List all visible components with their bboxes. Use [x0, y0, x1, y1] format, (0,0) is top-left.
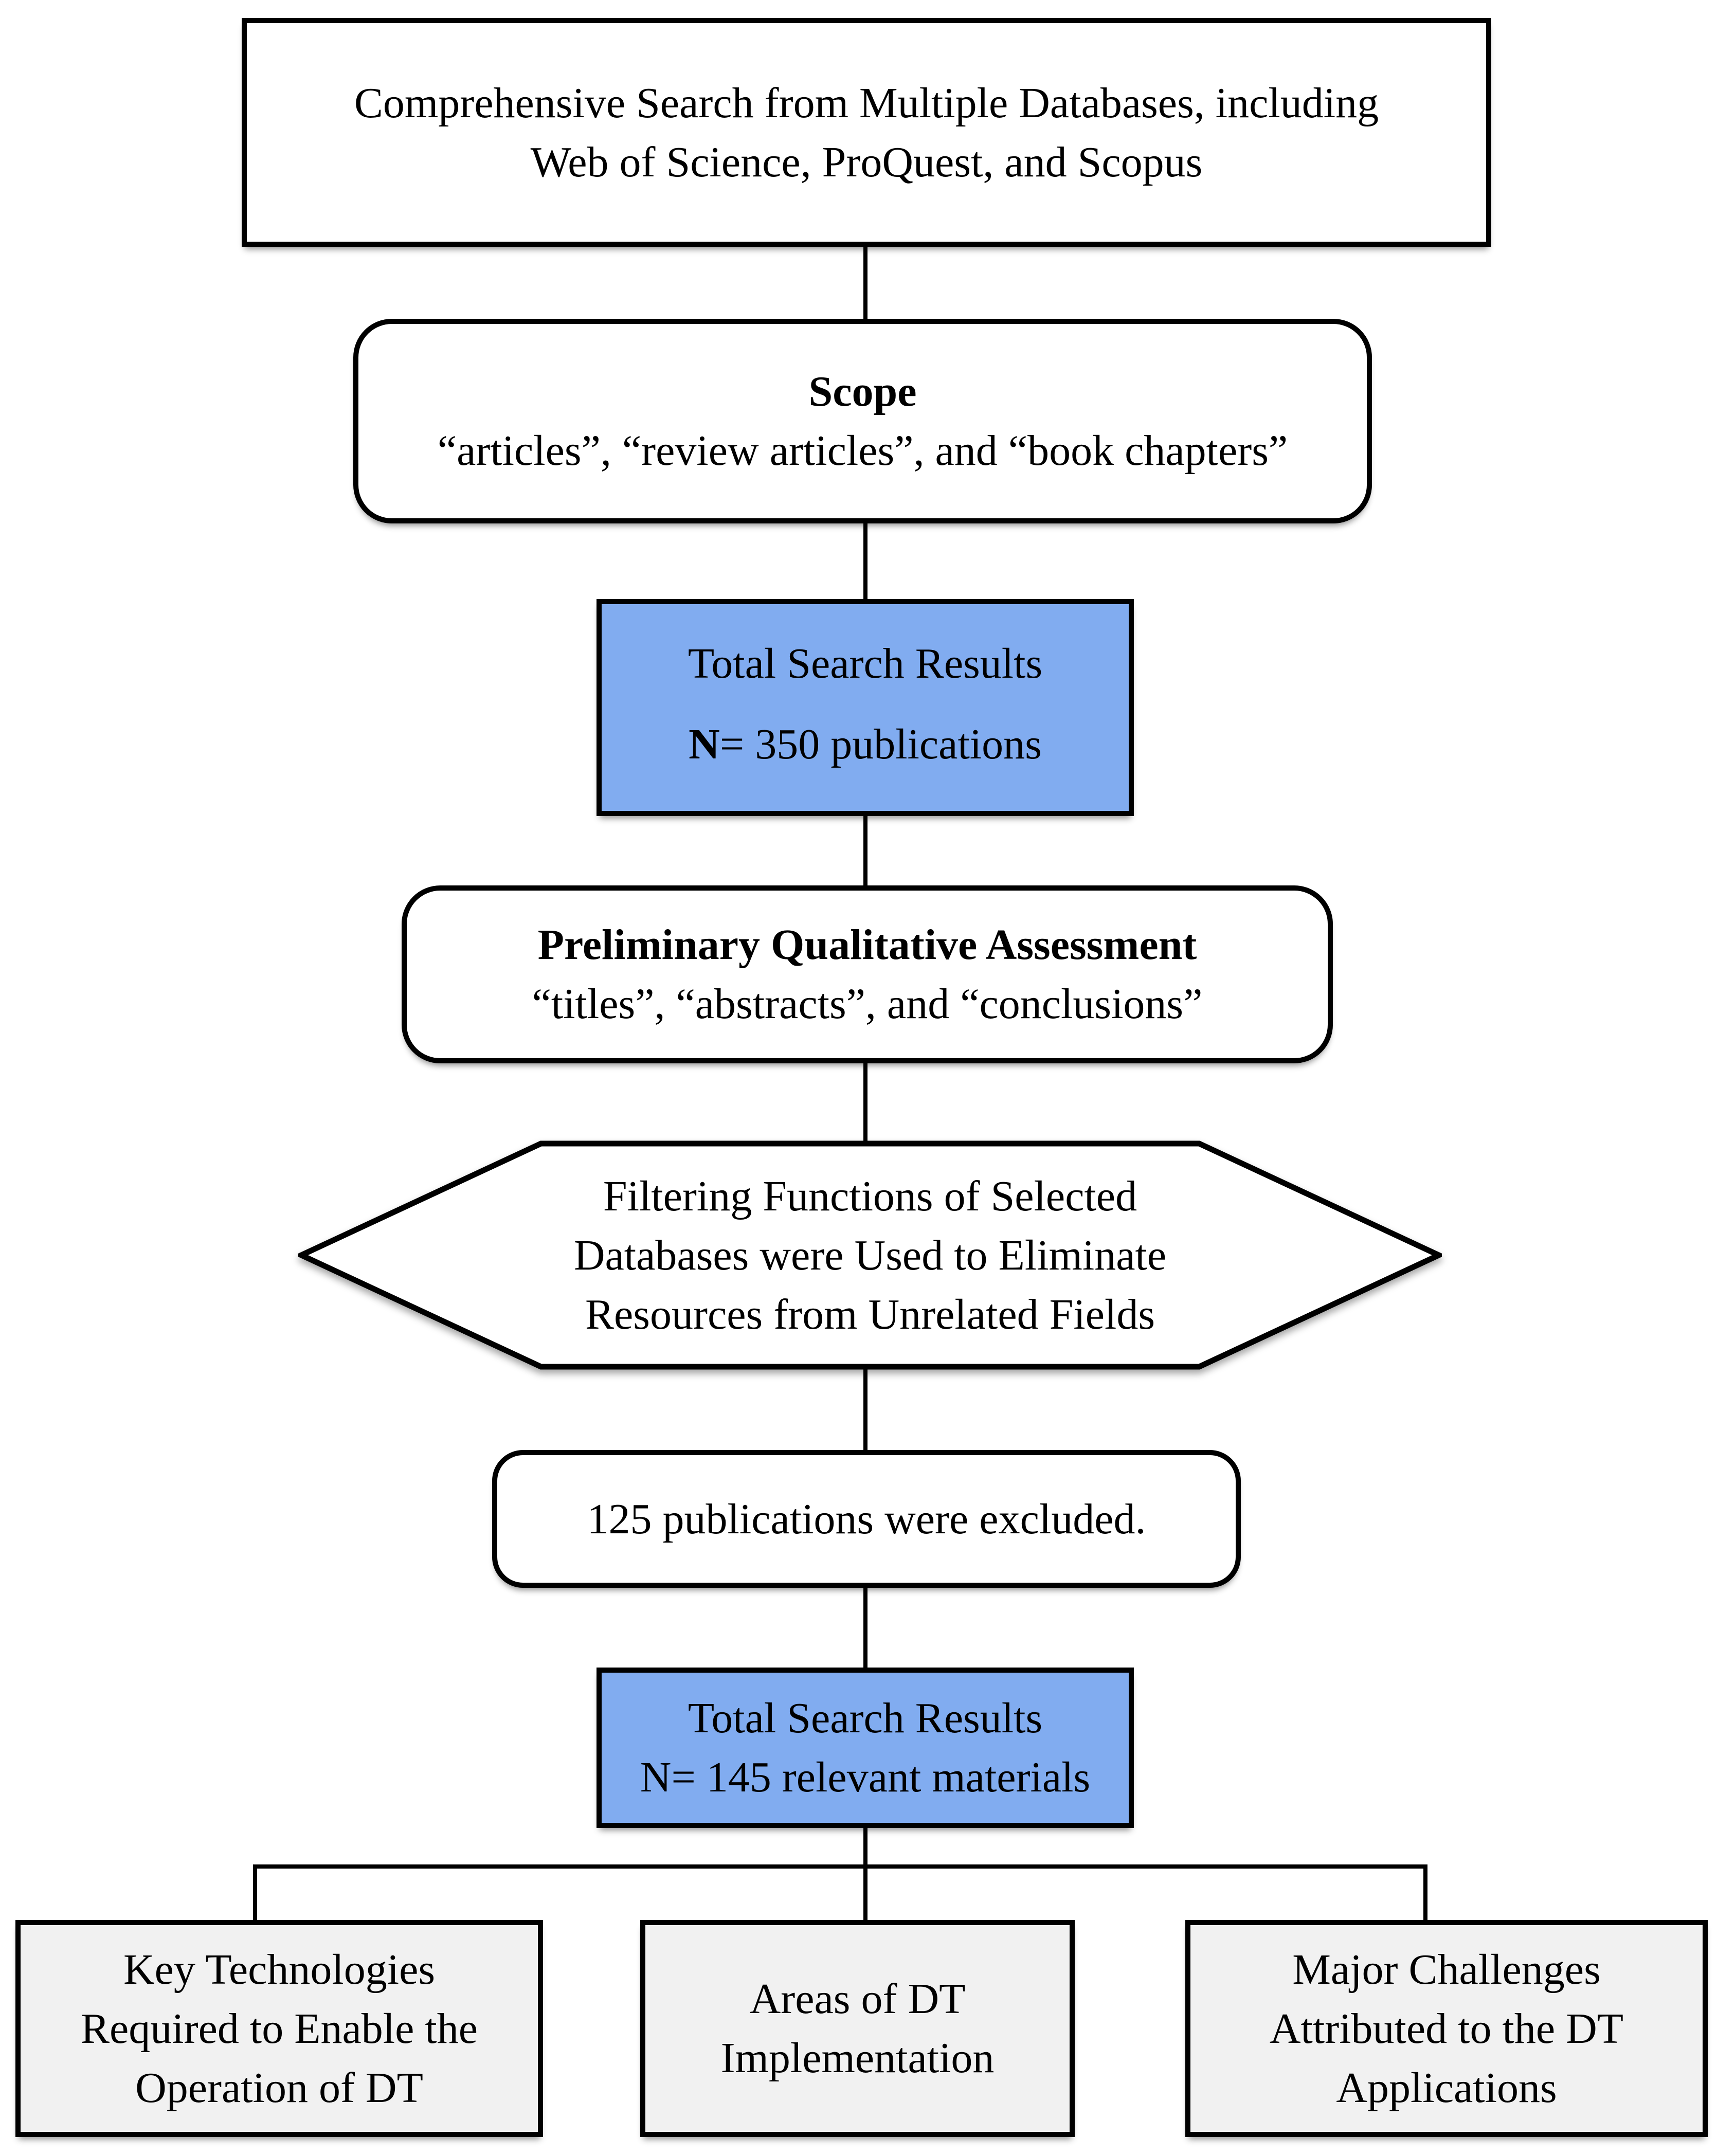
connector-assessment-to-filter — [863, 1062, 867, 1142]
assessment-box-subtitle: “titles”, “abstracts”, and “conclusions” — [532, 980, 1203, 1028]
assessment-box-title: Preliminary Qualitative Assessment — [537, 921, 1197, 969]
search-box-line-1: Comprehensive Search from Multiple Datab… — [354, 79, 1379, 127]
branch-horizontal-line — [253, 1864, 1427, 1869]
assessment-box: Preliminary Qualitative Assessment “titl… — [402, 885, 1333, 1063]
areas-of-dt-line-1: Areas of DT — [749, 1975, 966, 2023]
excluded-box-text: 125 publications were excluded. — [587, 1495, 1146, 1543]
connector-scope-to-results — [863, 522, 867, 601]
filtering-hexagon-text: Filtering Functions of Selected Database… — [298, 1140, 1442, 1370]
connector-search-to-scope — [863, 246, 867, 321]
connector-results-to-assessment — [863, 815, 867, 887]
total-results-350-n-label: N — [689, 720, 720, 768]
total-results-350-count: N= 350 publications — [689, 715, 1042, 774]
key-technologies-line-3: Operation of DT — [135, 2063, 423, 2112]
branch-drop-middle — [863, 1864, 867, 1922]
connector-filter-to-excluded — [863, 1369, 867, 1451]
hexagon-outline — [298, 1140, 1442, 1370]
search-box-line-2: Web of Science, ProQuest, and Scopus — [530, 138, 1203, 186]
branch-drop-right — [1423, 1864, 1427, 1922]
filtering-line-1: Filtering Functions of Selected — [603, 1172, 1137, 1220]
category-box-major-challenges: Major Challenges Attributed to the DT Ap… — [1185, 1920, 1708, 2137]
total-results-350-title: Total Search Results — [688, 640, 1043, 687]
connector-excluded-to-relevant — [863, 1587, 867, 1669]
filtering-line-2: Databases were Used to Eliminate — [573, 1231, 1167, 1279]
hexagon-shape — [298, 1140, 1442, 1370]
scope-box-subtitle: “articles”, “review articles”, and “book… — [437, 427, 1288, 475]
key-technologies-line-2: Required to Enable the — [80, 2004, 478, 2053]
comprehensive-search-box: Comprehensive Search from Multiple Datab… — [242, 18, 1491, 247]
connector-relevant-to-branch — [863, 1827, 867, 1867]
total-results-145-title: Total Search Results — [688, 1694, 1043, 1742]
category-box-key-technologies: Key Technologies Required to Enable the … — [15, 1920, 543, 2137]
filtering-hexagon: Filtering Functions of Selected Database… — [298, 1140, 1442, 1370]
scope-box-title: Scope — [808, 368, 917, 415]
category-box-areas-of-dt: Areas of DT Implementation — [640, 1920, 1075, 2137]
major-challenges-line-3: Applications — [1336, 2063, 1557, 2112]
excluded-box: 125 publications were excluded. — [492, 1450, 1241, 1588]
total-results-145-box: Total Search Results N= 145 relevant mat… — [597, 1668, 1134, 1828]
filtering-line-3: Resources from Unrelated Fields — [585, 1290, 1155, 1338]
total-results-145-count: N= 145 relevant materials — [640, 1753, 1091, 1801]
branch-drop-left — [253, 1864, 257, 1922]
areas-of-dt-line-2: Implementation — [720, 2034, 995, 2082]
major-challenges-line-2: Attributed to the DT — [1269, 2004, 1624, 2053]
major-challenges-line-1: Major Challenges — [1292, 1945, 1601, 1994]
scope-box: Scope “articles”, “review articles”, and… — [353, 319, 1372, 523]
total-results-350-n-value: = 350 publications — [719, 720, 1042, 768]
total-results-350-box: Total Search Results N= 350 publications — [597, 599, 1134, 816]
key-technologies-line-1: Key Technologies — [123, 1945, 436, 1994]
